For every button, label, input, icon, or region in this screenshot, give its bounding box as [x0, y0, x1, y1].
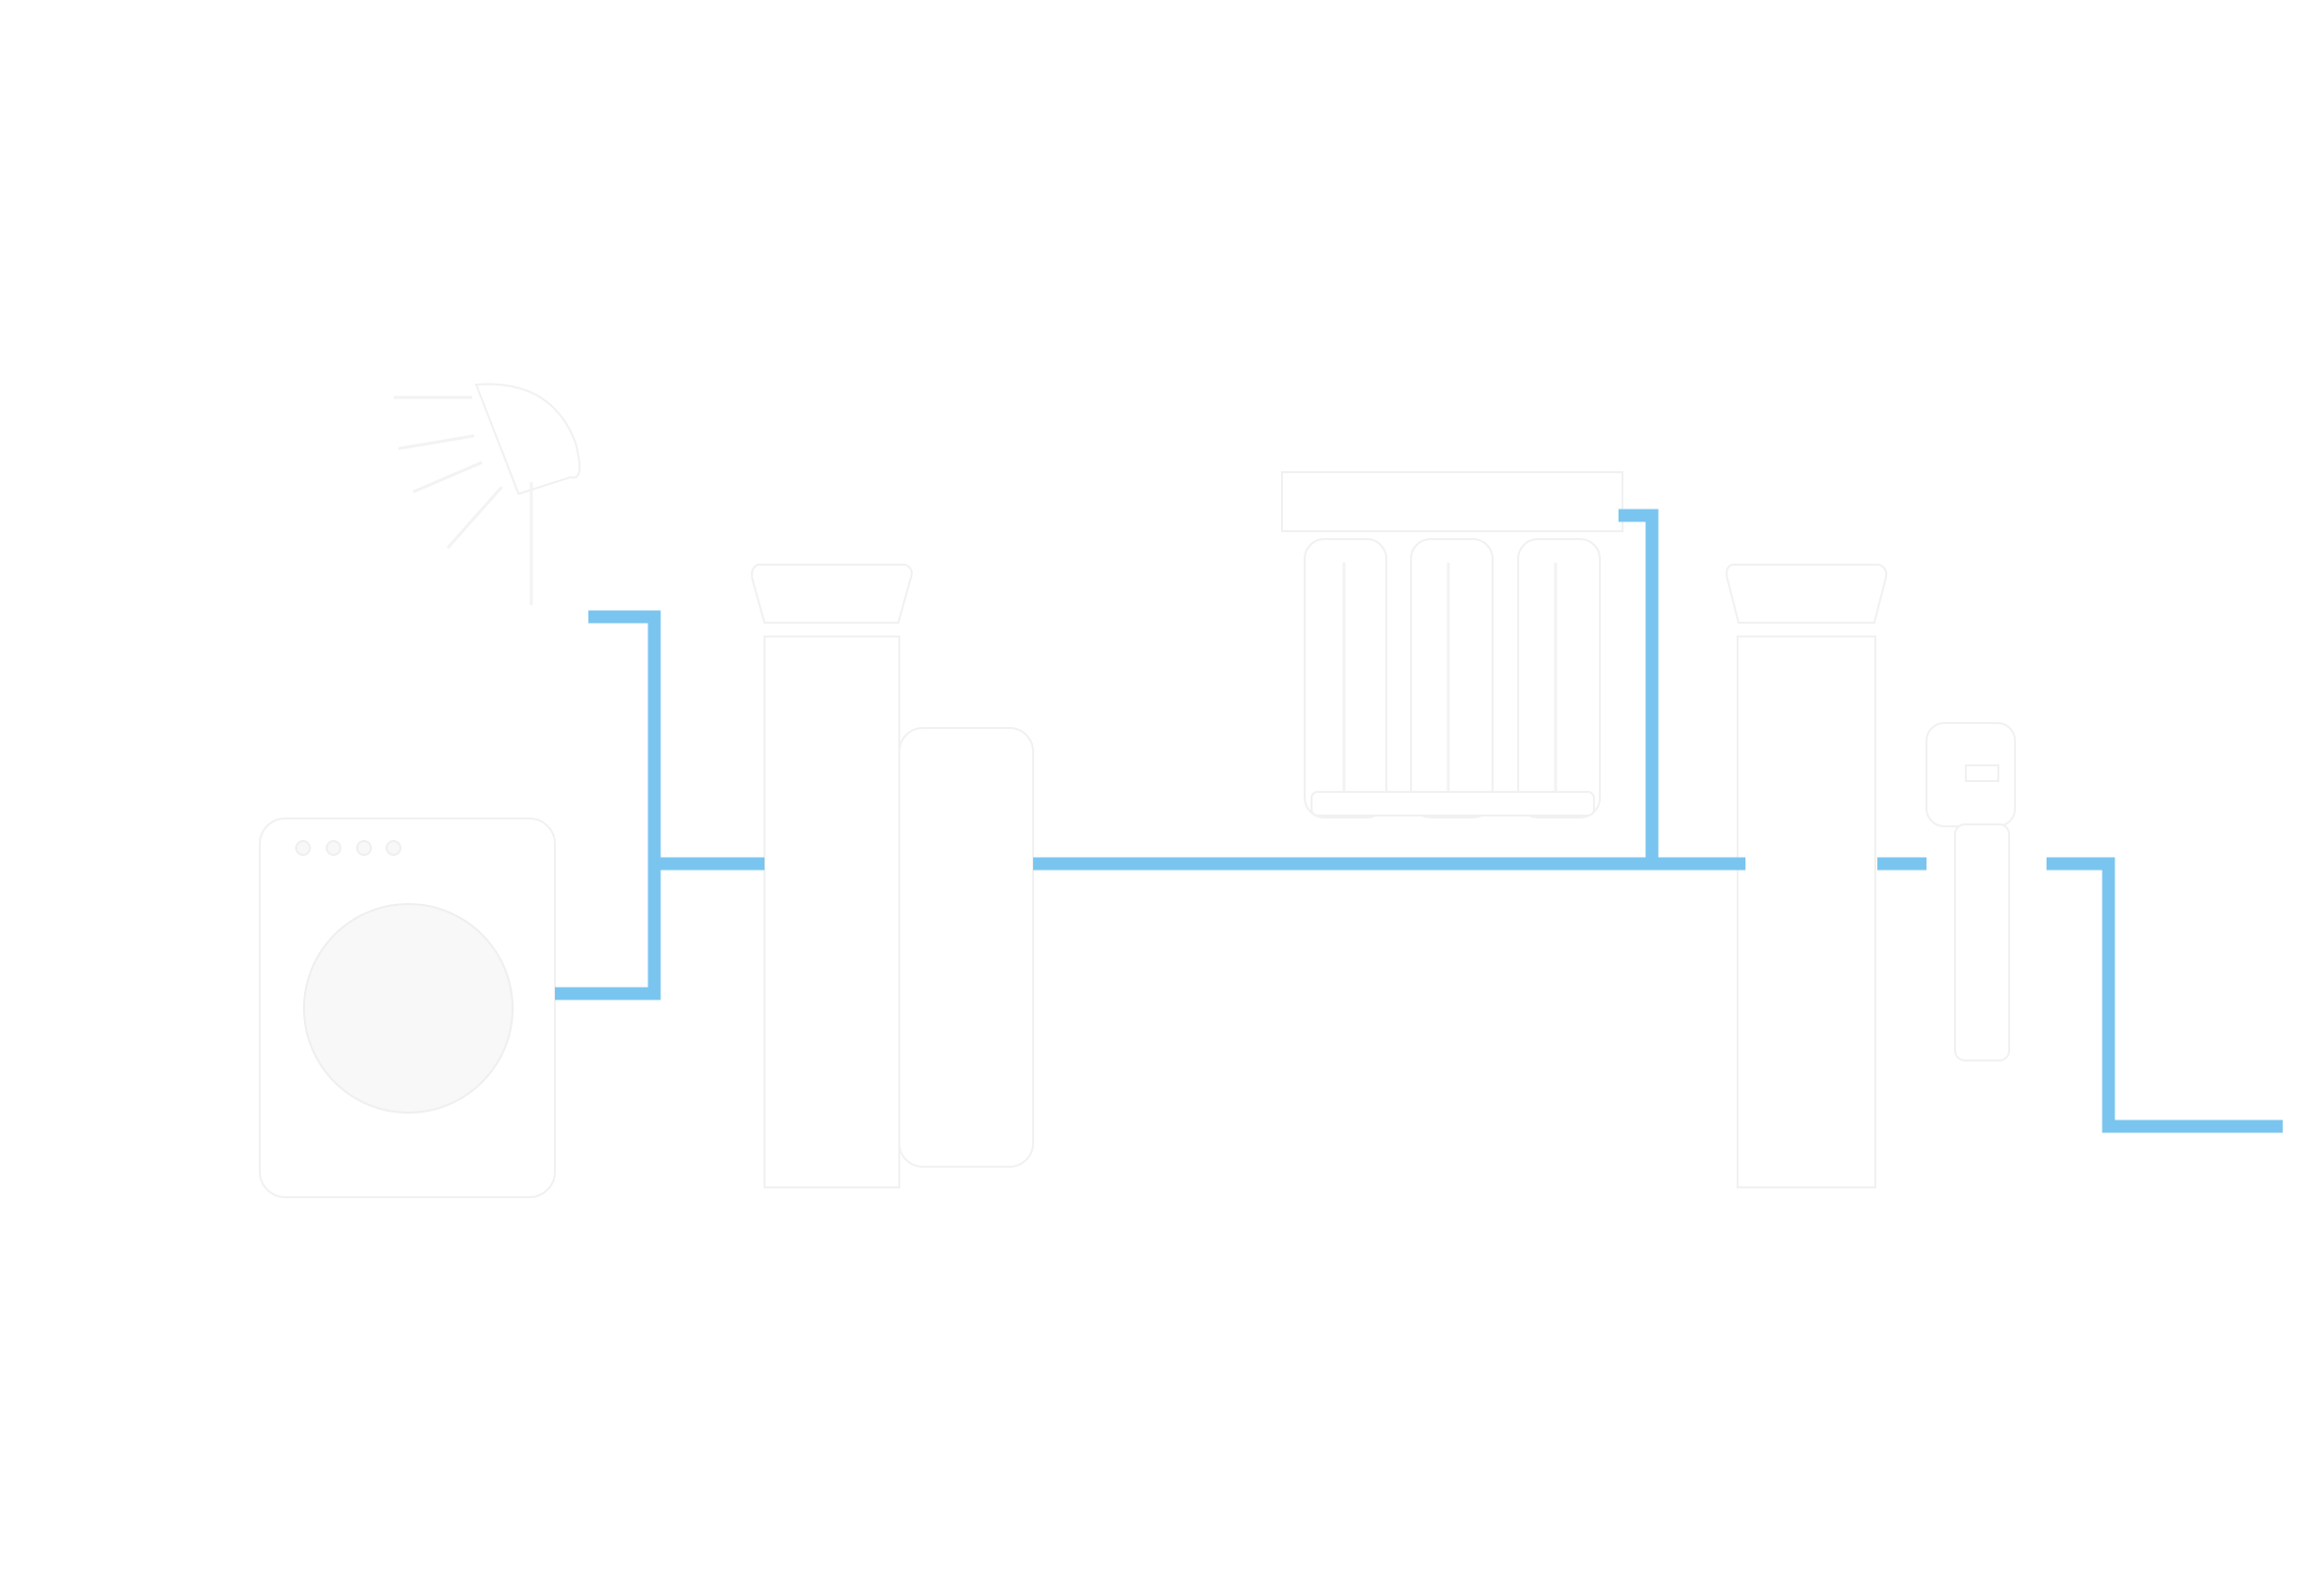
wire-left-bracket [555, 610, 661, 1000]
radiator-icon [1281, 471, 1623, 818]
washing-machine-icon [259, 817, 556, 1198]
satellite-dish-icon [394, 383, 581, 605]
wire-sensor-exit [2047, 857, 2283, 1133]
lamp-left-icon [751, 564, 913, 1188]
controller-box-icon [898, 727, 1034, 1168]
sensor-icon [1926, 722, 2016, 1061]
wire-radiator-riser [1619, 509, 1659, 864]
lamp-right-icon [1725, 564, 1888, 1188]
wire-group [555, 509, 2283, 1133]
